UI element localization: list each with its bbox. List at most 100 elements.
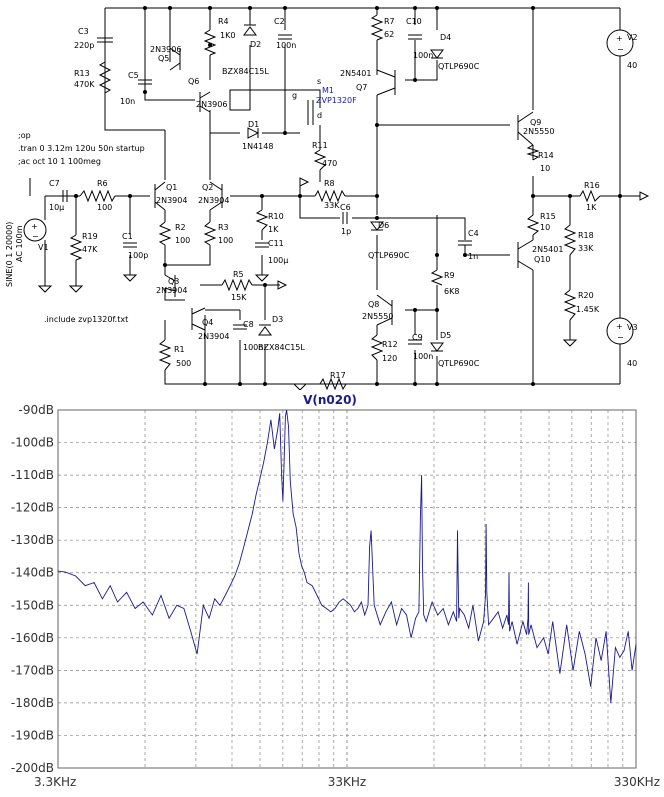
spice-text: ;op .tran 0 3.12m 120u 50n startup ;ac o… xyxy=(5,131,145,324)
label-r1-name: R1 xyxy=(174,345,185,354)
label-q2-model: 2N3904 xyxy=(198,196,229,205)
label-r3-value: 100 xyxy=(218,236,233,245)
label-d5-name: D5 xyxy=(440,331,451,340)
label-r18-name: R18 xyxy=(578,231,594,240)
label-q8-model: 2N5550 xyxy=(362,312,393,321)
label-r19-value: 47K xyxy=(82,245,98,254)
label-r2-name: R2 xyxy=(175,223,186,232)
label-d3-name: D3 xyxy=(272,315,283,324)
svg-text:−: − xyxy=(617,333,624,342)
label-d3-model: BZX84C15L xyxy=(258,343,305,352)
label-c7-name: C7 xyxy=(49,179,60,188)
junctions xyxy=(74,6,622,386)
label-r5-name: R5 xyxy=(233,270,244,279)
label-d2-model: BZX84C15L xyxy=(222,67,269,76)
label-v1-name: V1 xyxy=(38,243,49,252)
label-c11-name: C11 xyxy=(268,239,284,248)
label-r7-name: R7 xyxy=(384,17,395,26)
label-q5-name: Q5 xyxy=(158,54,169,63)
directive-ac: ;ac oct 10 1 100meg xyxy=(18,157,101,166)
directive-tran: .tran 0 3.12m 120u 50n startup xyxy=(18,144,145,153)
label-d5-model: QTLP690C xyxy=(438,359,480,368)
label-c2-value: 100n xyxy=(276,41,296,50)
svg-text:+: + xyxy=(616,34,623,43)
label-r10-value: 1K xyxy=(268,225,279,234)
spectrum-line xyxy=(57,409,637,703)
label-d2-name: D2 xyxy=(250,40,261,49)
label-q5-model: 2N3906 xyxy=(150,45,181,54)
label-c5-value: 10n xyxy=(120,97,135,106)
label-q3-name: Q3 xyxy=(168,277,179,286)
y-tick-label: -100dB xyxy=(11,436,54,450)
label-q8-name: Q8 xyxy=(368,300,379,309)
y-tick-label: -150dB xyxy=(11,598,54,612)
y-tick-label: -110dB xyxy=(11,468,54,482)
label-c8-name: C8 xyxy=(243,320,254,329)
label-r18-value: 33K xyxy=(578,244,594,253)
label-m1-name: M1 xyxy=(322,86,334,95)
label-q4-name: Q4 xyxy=(202,318,213,327)
label-v3-value: 40 xyxy=(627,359,637,368)
label-r12-name: R12 xyxy=(382,340,398,349)
directive-include: .include zvp1320f.txt xyxy=(44,315,128,324)
label-r17-name: R17 xyxy=(330,371,346,380)
label-q9-name: Q9 xyxy=(530,118,541,127)
label-v3-name: V3 xyxy=(627,323,638,332)
y-tick-label: -200dB xyxy=(11,761,54,775)
label-q6-name: Q6 xyxy=(188,77,199,86)
label-r8-name: R8 xyxy=(324,179,335,188)
label-r13-value: 470K xyxy=(74,80,95,89)
voltage-sources: +− +− +− xyxy=(23,29,634,345)
label-r11-value: 470 xyxy=(322,159,337,168)
plot-frame xyxy=(57,409,637,769)
label-r4-name: R4 xyxy=(218,17,229,26)
label-q1-name: Q1 xyxy=(166,183,177,192)
label-q7-model: 2N5401 xyxy=(340,69,371,78)
label-q3-model: 2N3904 xyxy=(156,286,187,295)
label-r19-name: R19 xyxy=(82,232,98,241)
label-c10-value: 100n xyxy=(413,51,433,60)
label-r5-value: 15K xyxy=(231,293,247,302)
label-r8-value: 33K xyxy=(324,201,340,210)
wires xyxy=(29,7,640,385)
label-c5-name: C5 xyxy=(128,71,139,80)
label-q1-model: 2N3904 xyxy=(156,196,187,205)
label-gate: g xyxy=(292,91,297,100)
label-c4-name: C4 xyxy=(468,229,479,238)
label-d6-name: D6 xyxy=(378,221,389,230)
y-tick-label: -180dB xyxy=(11,696,54,710)
label-v2-value: 40 xyxy=(627,61,637,70)
circuit-schematic: +− +− +− C3 220p R13 470K C5 10n 2N3906 … xyxy=(5,6,650,390)
label-r11-name: R11 xyxy=(312,141,328,150)
source-spec-sine: SINE(0 1 20000) xyxy=(5,222,14,287)
label-d4-name: D4 xyxy=(440,33,451,42)
label-q10-model: 2N5401 xyxy=(532,245,563,254)
transistors xyxy=(154,47,534,331)
label-q4-model: 2N3904 xyxy=(198,332,229,341)
label-r14-name: R14 xyxy=(538,151,554,160)
label-d1-name: D1 xyxy=(248,120,259,129)
label-r10-name: R10 xyxy=(268,212,284,221)
y-tick-label: -160dB xyxy=(11,631,54,645)
x-tick-label: 330KHz xyxy=(614,775,660,789)
label-r16-value: 1K xyxy=(586,203,597,212)
label-c7-value: 10µ xyxy=(49,203,64,212)
label-c11-value: 100µ xyxy=(268,256,288,265)
label-d1-model: 1N4148 xyxy=(242,142,273,151)
source-spec-ac: AC 100m xyxy=(15,225,24,262)
label-source: s xyxy=(317,77,321,86)
svg-text:+: + xyxy=(31,222,38,231)
label-q7-name: Q7 xyxy=(356,83,367,92)
fft-plot: V(n020) -90dB-100dB-110dB-120dB-130dB-14… xyxy=(11,393,660,789)
label-r13-name: R13 xyxy=(74,69,90,78)
capacitors xyxy=(62,34,472,345)
svg-text:+: + xyxy=(616,322,623,331)
label-c6-name: C6 xyxy=(340,203,351,212)
label-r15-name: R15 xyxy=(540,212,556,221)
label-q6-model: 2N3906 xyxy=(196,100,227,109)
label-r2-value: 100 xyxy=(175,236,190,245)
label-d4-model: QTLP690C xyxy=(438,62,480,71)
label-c6-value: 1p xyxy=(341,227,351,236)
label-r9-name: R9 xyxy=(444,271,455,280)
